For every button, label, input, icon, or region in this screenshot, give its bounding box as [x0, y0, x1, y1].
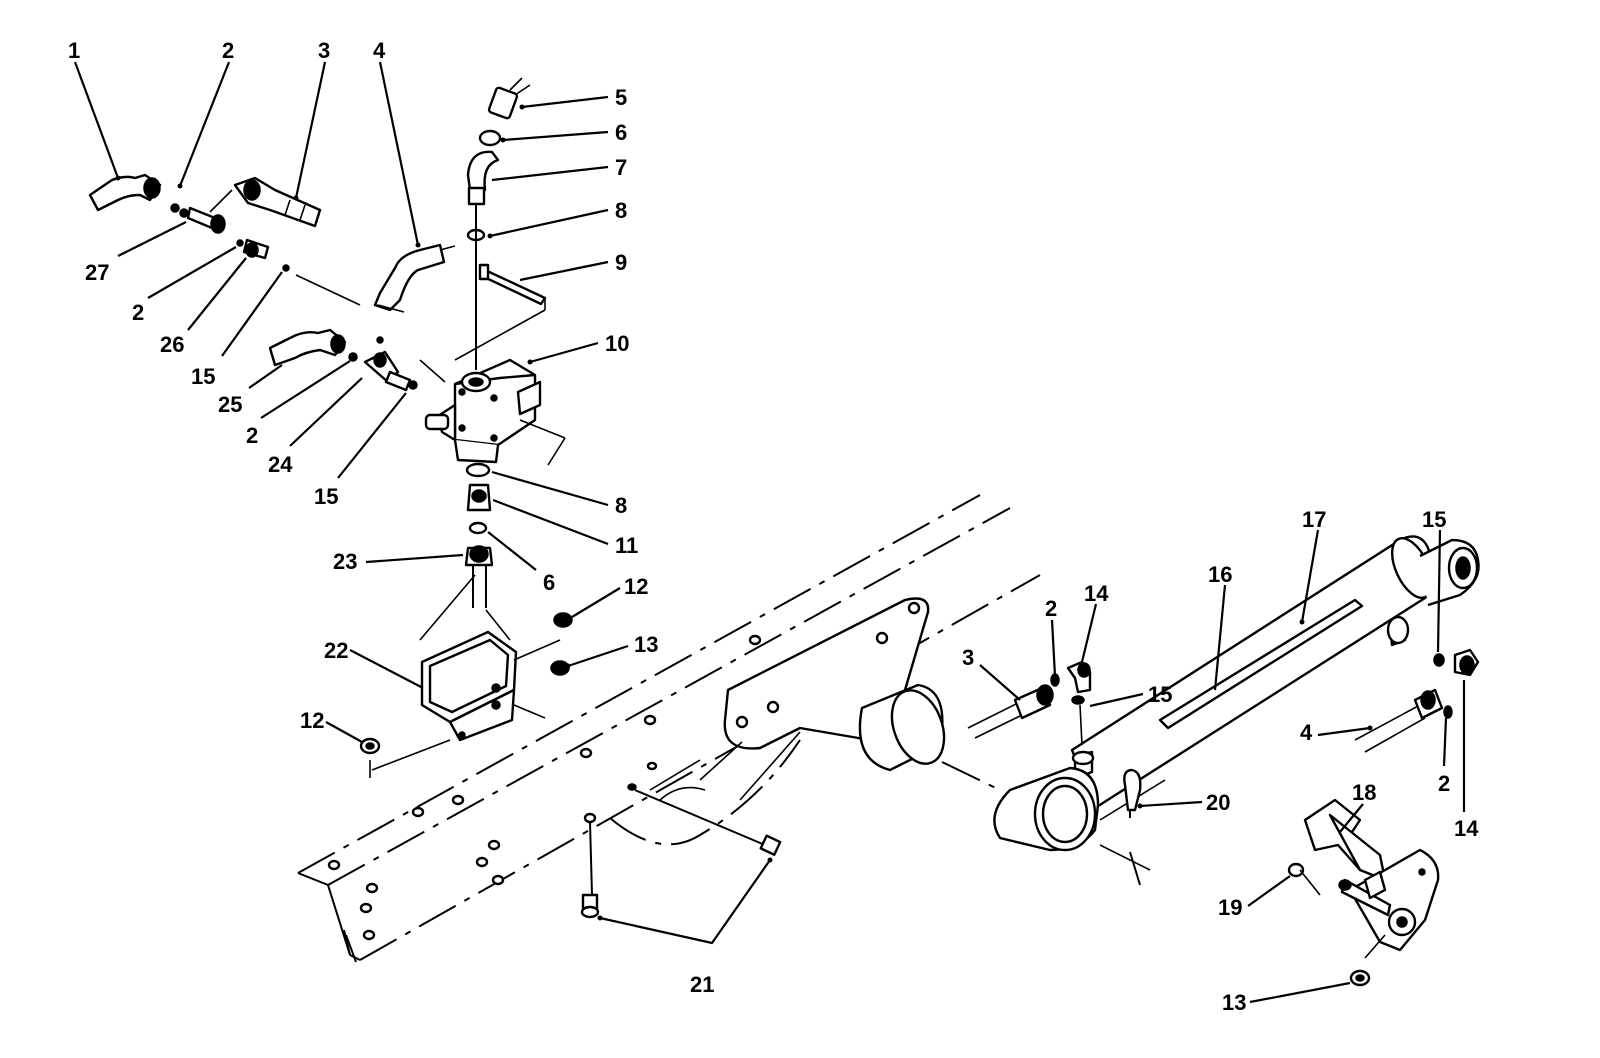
- callout-3: 3: [318, 38, 330, 63]
- cylinder-fittings: [967, 648, 1480, 753]
- callout-27: 27: [85, 260, 109, 285]
- callout-8: 8: [615, 493, 627, 518]
- callout-23: 23: [333, 549, 357, 574]
- callout-1: 1: [68, 38, 80, 63]
- left-fittings: [88, 173, 456, 392]
- callout-12: 12: [300, 708, 324, 733]
- sensor-bracket: [359, 612, 573, 778]
- callout-2: 2: [1045, 596, 1057, 621]
- top-fittings: [466, 77, 547, 370]
- callout-17: 17: [1302, 507, 1326, 532]
- callout-9: 9: [615, 250, 627, 275]
- callout-14: 14: [1454, 816, 1479, 841]
- frame-rail: [297, 494, 1041, 963]
- callout-24: 24: [268, 452, 293, 477]
- callout-8: 8: [615, 198, 627, 223]
- callout-19: 19: [1218, 895, 1242, 920]
- callout-16: 16: [1208, 562, 1232, 587]
- callout-25: 25: [218, 392, 242, 417]
- callout-15: 15: [314, 484, 338, 509]
- hydraulic-cylinder: [941, 535, 1480, 886]
- callout-3: 3: [962, 645, 974, 670]
- callout-6: 6: [543, 570, 555, 595]
- callout-12: 12: [624, 574, 648, 599]
- callout-20: 20: [1206, 790, 1230, 815]
- leader-dots: [115, 104, 1373, 921]
- callout-4: 4: [1300, 720, 1313, 745]
- pivot-bracket: [609, 597, 946, 846]
- callout-14: 14: [1084, 581, 1109, 606]
- callout-2: 2: [132, 300, 144, 325]
- lower-fittings: [419, 462, 511, 641]
- callout-6: 6: [615, 120, 627, 145]
- callout-15: 15: [191, 364, 215, 389]
- callout-15: 15: [1422, 507, 1446, 532]
- leader-lines: [73, 61, 1466, 1004]
- callout-15: 15: [1148, 682, 1172, 707]
- callout-labels: 1 2 3 4 5 6 7 8 9 10 27 2 26 15 25 2 24 …: [68, 38, 1479, 1015]
- callout-2: 2: [222, 38, 234, 63]
- bolts: [580, 783, 782, 919]
- callout-22: 22: [324, 638, 348, 663]
- cotter-pin: [1123, 768, 1142, 818]
- callout-10: 10: [605, 331, 629, 356]
- rail-holes: [327, 634, 762, 941]
- callout-11: 11: [615, 533, 638, 558]
- valve-body: [419, 309, 566, 466]
- callout-26: 26: [160, 332, 184, 357]
- callout-2: 2: [246, 423, 258, 448]
- callout-7: 7: [615, 155, 627, 180]
- callout-4: 4: [373, 38, 386, 63]
- callout-13: 13: [1222, 990, 1246, 1015]
- callout-2: 2: [1438, 771, 1450, 796]
- callout-5: 5: [615, 85, 627, 110]
- callout-21: 21: [690, 972, 714, 997]
- linkage-bracket: [1287, 798, 1440, 987]
- callout-13: 13: [634, 632, 658, 657]
- callout-18: 18: [1352, 780, 1376, 805]
